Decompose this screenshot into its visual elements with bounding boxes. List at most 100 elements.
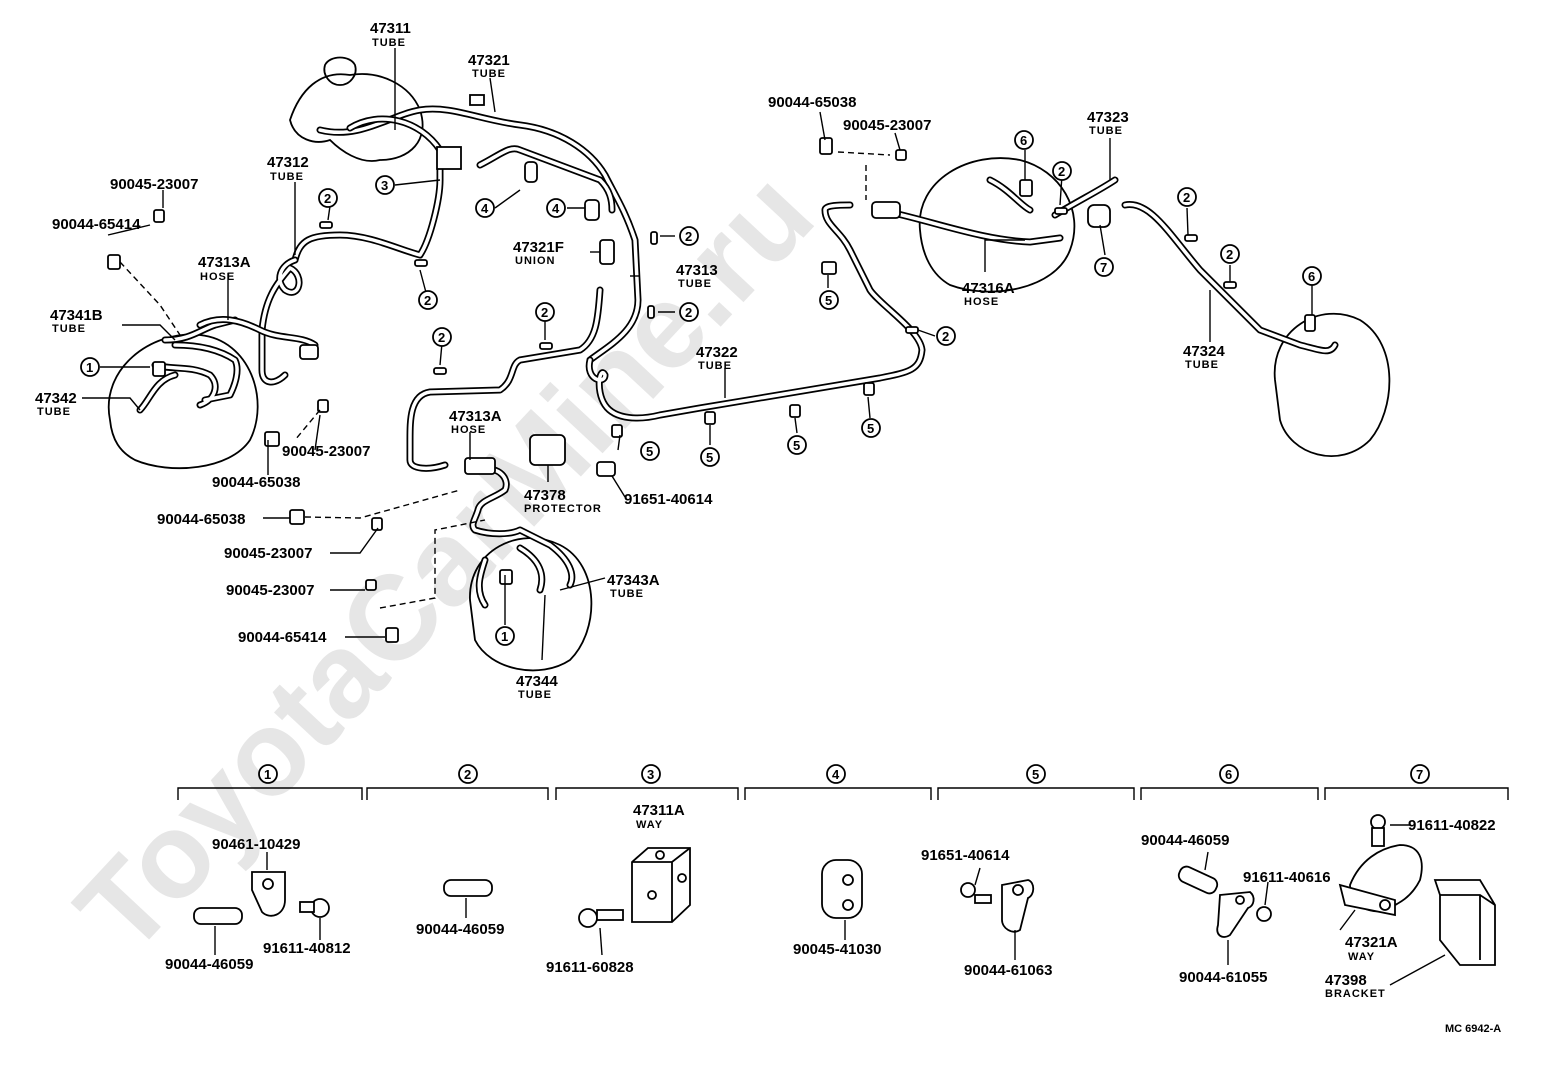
svg-text:47311: 47311: [370, 20, 411, 37]
svg-text:90044-46059: 90044-46059: [1141, 832, 1229, 849]
svg-text:47343A: 47343A: [607, 572, 660, 589]
svg-text:WAY: WAY: [1348, 951, 1375, 963]
callout-47324: 47324 TUBE: [1183, 343, 1225, 371]
svg-text:TUBE: TUBE: [372, 37, 406, 49]
svg-text:90044-65414: 90044-65414: [238, 629, 327, 646]
svg-text:90045-41030: 90045-41030: [793, 941, 881, 958]
svg-text:90044-61055: 90044-61055: [1179, 969, 1267, 986]
svg-text:TUBE: TUBE: [1185, 359, 1219, 371]
svg-text:47313A: 47313A: [198, 254, 251, 271]
svg-text:2: 2: [1183, 190, 1190, 205]
callout-47323: 47323 TUBE: [1087, 109, 1129, 137]
svg-text:2: 2: [324, 191, 331, 206]
protector-47378: [529, 434, 566, 466]
svg-text:90045-23007: 90045-23007: [282, 443, 370, 460]
svg-text:47322: 47322: [696, 344, 738, 361]
union-47321F: [599, 239, 615, 265]
callout-47322: 47322 TUBE: [696, 344, 738, 372]
svg-text:TUBE: TUBE: [270, 171, 304, 183]
svg-text:5: 5: [1032, 767, 1039, 782]
svg-text:5: 5: [706, 450, 713, 465]
svg-text:47312: 47312: [267, 154, 309, 171]
svg-text:1: 1: [264, 767, 271, 782]
svg-text:47341B: 47341B: [50, 307, 103, 324]
callout-47378: 47378 PROTECTOR: [524, 487, 601, 515]
svg-text:HOSE: HOSE: [964, 296, 999, 308]
part-number-labels: 90045-23007 90044-65414 90045-23007 9004…: [52, 94, 931, 646]
svg-text:90045-23007: 90045-23007: [843, 117, 931, 134]
svg-text:47313: 47313: [676, 262, 718, 279]
svg-text:4: 4: [481, 201, 489, 216]
svg-text:47321: 47321: [468, 52, 510, 69]
callout-47321: 47321 TUBE: [468, 52, 510, 80]
svg-text:90044-61063: 90044-61063: [964, 962, 1052, 979]
svg-text:4: 4: [552, 201, 560, 216]
callout-47316A: 47316A HOSE: [962, 280, 1015, 308]
svg-text:90461-10429: 90461-10429: [212, 836, 300, 853]
svg-text:47324: 47324: [1183, 343, 1225, 360]
callout-47311: 47311 TUBE: [370, 20, 411, 49]
dashed-lines: [119, 151, 891, 609]
svg-text:2: 2: [942, 329, 949, 344]
drawing-reference: MC 6942-A: [1445, 1023, 1501, 1035]
svg-text:90044-65038: 90044-65038: [157, 511, 245, 528]
legend-group-3: 47311A WAY 91611-60828: [546, 802, 691, 976]
legend-group-3-header: 3: [641, 764, 661, 784]
clip-4b: [584, 199, 600, 221]
front-left-brake-disc: [107, 333, 259, 470]
svg-text:TUBE: TUBE: [52, 323, 86, 335]
svg-text:TUBE: TUBE: [37, 406, 71, 418]
svg-text:91651-40614: 91651-40614: [624, 491, 713, 508]
legend-group-6: 90044-46059 91611-40616 90044-61055: [1141, 832, 1331, 986]
svg-text:47311A: 47311A: [633, 802, 685, 819]
legend-group-4: 90045-41030: [793, 859, 881, 958]
svg-text:1: 1: [86, 360, 93, 375]
svg-text:47321A: 47321A: [1345, 934, 1398, 951]
svg-text:UNION: UNION: [515, 255, 555, 267]
svg-text:90045-23007: 90045-23007: [110, 176, 198, 193]
svg-text:HOSE: HOSE: [200, 271, 235, 283]
way-block-3: [436, 146, 462, 170]
svg-text:TUBE: TUBE: [472, 68, 506, 80]
callout-47344: 47344 TUBE: [516, 673, 558, 701]
svg-text:5: 5: [867, 421, 874, 436]
svg-text:91651-40614: 91651-40614: [921, 847, 1010, 864]
svg-text:90045-23007: 90045-23007: [226, 582, 314, 599]
svg-text:7: 7: [1416, 767, 1423, 782]
svg-text:47321F: 47321F: [513, 239, 564, 256]
svg-text:TUBE: TUBE: [610, 588, 644, 600]
svg-text:90044-65414: 90044-65414: [52, 216, 141, 233]
svg-text:7: 7: [1100, 260, 1107, 275]
svg-text:HOSE: HOSE: [451, 424, 486, 436]
svg-text:91611-40616: 91611-40616: [1243, 869, 1331, 886]
legend-group-7: 91611-40822 47321A WAY 47398 BRACKET: [1325, 814, 1496, 1000]
callout-47313A-mid: 47313A HOSE: [449, 408, 502, 436]
svg-text:2: 2: [685, 305, 692, 320]
svg-text:91611-40822: 91611-40822: [1408, 817, 1496, 834]
svg-text:90044-46059: 90044-46059: [416, 921, 504, 938]
front-right-brake-disc: [469, 537, 593, 672]
svg-text:6: 6: [1020, 133, 1027, 148]
svg-text:5: 5: [825, 293, 832, 308]
svg-text:47378: 47378: [524, 487, 566, 504]
leader-lines: [82, 48, 1313, 661]
hose-end-fr: [464, 457, 496, 475]
svg-text:2: 2: [464, 767, 471, 782]
svg-text:TUBE: TUBE: [678, 278, 712, 290]
callout-47342: 47342 TUBE: [35, 390, 77, 418]
svg-text:47342: 47342: [35, 390, 77, 407]
legend-group-2-header: 2: [458, 764, 478, 784]
legend-group-4-header: 4: [826, 764, 846, 784]
callout-47313: 47313 TUBE: [676, 262, 718, 290]
svg-text:2: 2: [685, 229, 692, 244]
legend-group-7-header: 7: [1410, 764, 1430, 784]
hose-end-rl: [871, 201, 901, 219]
svg-text:90044-46059: 90044-46059: [165, 956, 253, 973]
callout-47341B: 47341B TUBE: [50, 307, 103, 335]
svg-text:5: 5: [793, 438, 800, 453]
svg-text:91611-60828: 91611-60828: [546, 959, 634, 976]
legend-group-2: 90044-46059: [416, 879, 504, 938]
hose-end-fl: [299, 344, 319, 360]
svg-text:47344: 47344: [516, 673, 558, 690]
